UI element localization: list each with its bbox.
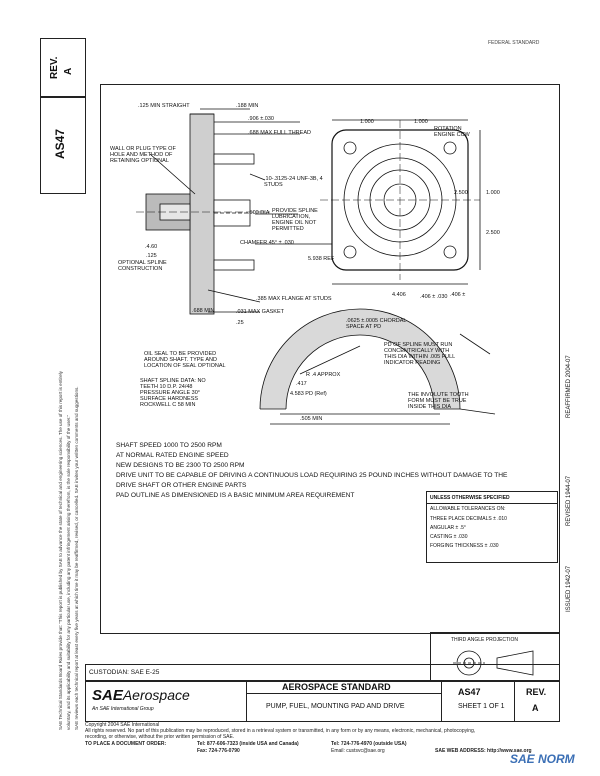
tolerance-heading: UNLESS OTHERWISE SPECIFIED [430,495,510,501]
dim-label: WALL OR PLUG TYPE OF HOLE AND METHOD OF … [110,146,176,164]
drawing-sheet [100,84,560,634]
order-label: TO PLACE A DOCUMENT ORDER: [85,741,167,747]
tolerance-subheading: ALLOWABLE TOLERANCES ON: [430,506,506,512]
sae-logo: SAEAerospace An SAE International Group [92,687,242,712]
title-rev-label: REV. [526,687,547,697]
watermark: SAE NORM [510,752,575,766]
custodian-bar: CUSTODIAN: SAE E-25 [85,664,560,682]
dim-label: 1.000 [486,190,500,196]
dim-label: .688 MAX FULL THREAD [248,130,311,136]
dim-label: .031 MAX GASKET [236,309,284,315]
title-rev-value: A [532,703,539,713]
projection-label: THIRD ANGLE PROJECTION [451,637,518,643]
note-line: DRIVE SHAFT OR OTHER ENGINE PARTS [116,482,247,489]
dim-label: PROVIDE SPLINE LUBRICATION, ENGINE OIL N… [272,208,318,232]
note-line: PAD OUTLINE AS DIMENSIONED IS A BASIC MI… [116,492,355,499]
rights: All rights reserved. No part of this pub… [85,728,476,734]
dim-label: THE INVOLUTE TOOTH FORM MUST BE TRUE INS… [408,392,469,410]
revised-date: REVISED 1944-07 [566,475,572,526]
dim-label: .500 DIA [248,210,270,216]
dim-label: .25 [236,320,244,326]
dim-label: .417 [296,381,307,387]
dim-label: .125 [146,253,157,259]
document-title: PUMP, FUEL, MOUNTING PAD AND DRIVE [266,703,405,710]
header-stamp: FEDERAL STANDARD [488,40,540,46]
dim-label: ROTATION ENGINE CCW [434,126,470,138]
fax: Fax: 724-776-0790 [197,748,240,754]
copyright: Copyright 2004 SAE International [85,722,160,728]
tolerance-row: FORGING THICKNESS ± .030 [430,543,499,549]
tolerance-row: THREE PLACE DECIMALS ± .010 [430,516,507,522]
dim-label: OIL SEAL TO BE PROVIDED AROUND SHAFT. TY… [144,351,226,369]
technical-drawing [136,108,496,425]
reaffirmed-date: REAFFIRMED 2004-07 [566,355,572,418]
tel-inside: Tel: 877-606-7323 (inside USA and Canada… [197,741,299,747]
dim-label: .188 MIN [236,103,259,109]
dim-label: .505 MIN [300,416,323,422]
rev-box: REV. A [40,38,86,98]
dim-label: .4.60 [145,244,158,250]
title-block: SAEAerospace An SAE International Group … [85,680,560,722]
sheet-label: SHEET 1 OF 1 [458,703,505,710]
legal-note-1: SAE Technical Standards Board Rules prov… [58,371,63,730]
dim-label: 5.938 REF [308,256,335,262]
custodian-label: CUSTODIAN: SAE E-25 [89,669,160,676]
dim-label: 2.500 [486,230,500,236]
note-line: NEW DESIGNS TO BE 2300 TO 2500 RPM [116,462,245,469]
dim-label: PD OF SPLINE MUST RUN CONCENTRICALLY WIT… [384,342,456,366]
web-address[interactable]: SAE WEB ADDRESS: http://www.sae.org [435,748,532,754]
dim-label: CHAMFER 45° ± .030 [240,240,294,246]
dim-label: .406 ± .030 [420,294,448,300]
tolerance-table: UNLESS OTHERWISE SPECIFIED ALLOWABLE TOL… [426,491,558,563]
dim-label: .688 MIN [192,308,215,314]
brand-sub: An SAE International Group [92,706,154,712]
tel-outside: Tel: 724-776-4970 (outside USA) [331,741,407,747]
title-doc-number: AS47 [458,687,481,697]
dim-label: OPTIONAL SPLINE CONSTRUCTION [118,260,167,272]
note-line: AT NORMAL RATED ENGINE SPEED [116,452,229,459]
issued-date: ISSUED 1942-07 [566,565,572,612]
email: Email: custsvc@sae.org [331,748,385,754]
dim-label: 4.583 PD (Ref) [290,391,327,397]
footer: Copyright 2004 SAE International All rig… [85,722,558,755]
rev-value: A [63,67,74,75]
dim-label: .10-.3125-24 UNF-3B, 4 STUDS [264,176,323,188]
doc-number-box: AS47 [40,96,86,194]
dim-label: .406 ± [450,292,466,298]
dim-label: .0625 ±.0005 CHORDAL SPACE AT PD [346,318,407,330]
dim-label: .385 MAX FLANGE AT STUDS [256,296,332,302]
rev-label: REV. [49,56,60,79]
dim-label: 2.500 [454,190,468,196]
tolerance-row: ANGULAR ± .5° [430,525,466,531]
note-line: DRIVE UNIT TO BE CAPABLE OF DRIVING A CO… [116,472,508,479]
standard-label: AEROSPACE STANDARD [282,682,391,692]
dim-label: .125 MIN STRAIGHT [138,103,190,109]
dim-label: SHAFT SPLINE DATA: NO TEETH 10 D.P. 24/4… [140,378,206,408]
dim-label: 1.000 [414,119,428,125]
legal-note-2: voluntary, and its applicability and sui… [66,414,71,730]
tolerance-row: CASTING ± .030 [430,534,468,540]
doc-number: AS47 [53,128,67,159]
note-line: SHAFT SPEED 1000 TO 2500 RPM [116,442,222,449]
rights-2: recording, or otherwise, without the pri… [85,734,235,740]
dim-label: R .4 APPROX [306,372,341,378]
dim-label: 4.406 [392,292,406,298]
brand-light: Aerospace [122,687,190,703]
dim-label: .906 ±.030 [248,116,274,122]
legal-note-3: SAE reviews each technical report at lea… [74,386,79,730]
dim-label: 1.000 [360,119,374,125]
brand-bold: SAE [92,687,123,704]
